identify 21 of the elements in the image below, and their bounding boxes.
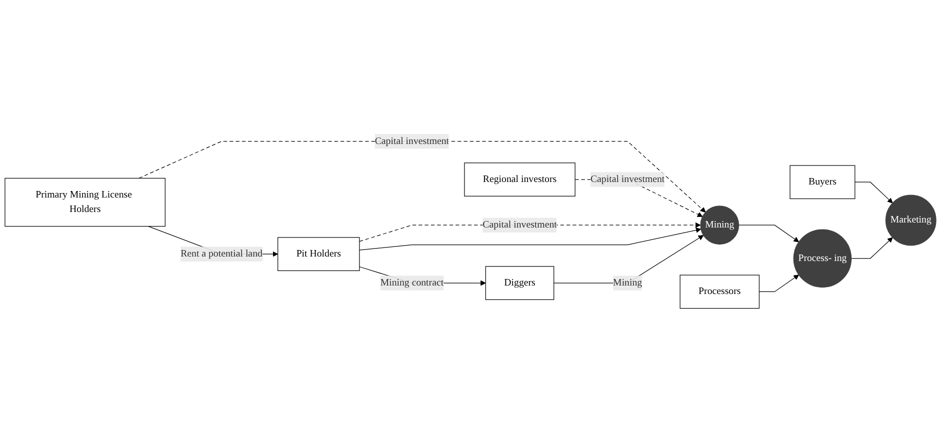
node-box: Primary Mining License Holders (4, 178, 166, 227)
node-circle: Marketing (885, 195, 936, 246)
edge-label: Capital investment (482, 220, 557, 230)
edge-label: Rent a potential land (180, 248, 262, 260)
node-circle: Process- ing (793, 230, 852, 288)
node-circle: Mining (700, 206, 740, 245)
node-box: Diggers (485, 266, 554, 300)
edge-label: Capital investment (374, 136, 450, 147)
node-box: Pit Holders (278, 238, 360, 272)
edge-label: Capital investment (590, 174, 665, 185)
node-box: Buyers (790, 166, 856, 200)
arrow (758, 275, 800, 292)
arrow (359, 228, 702, 251)
node-box: Regional investors (464, 162, 576, 197)
arrow (851, 238, 893, 260)
arrow (854, 182, 893, 204)
arrow (738, 225, 800, 243)
edge-label: Mining (613, 278, 642, 288)
node-box: Processors (680, 275, 760, 309)
arrow (138, 141, 706, 213)
edge-label: Mining contract (380, 278, 444, 288)
